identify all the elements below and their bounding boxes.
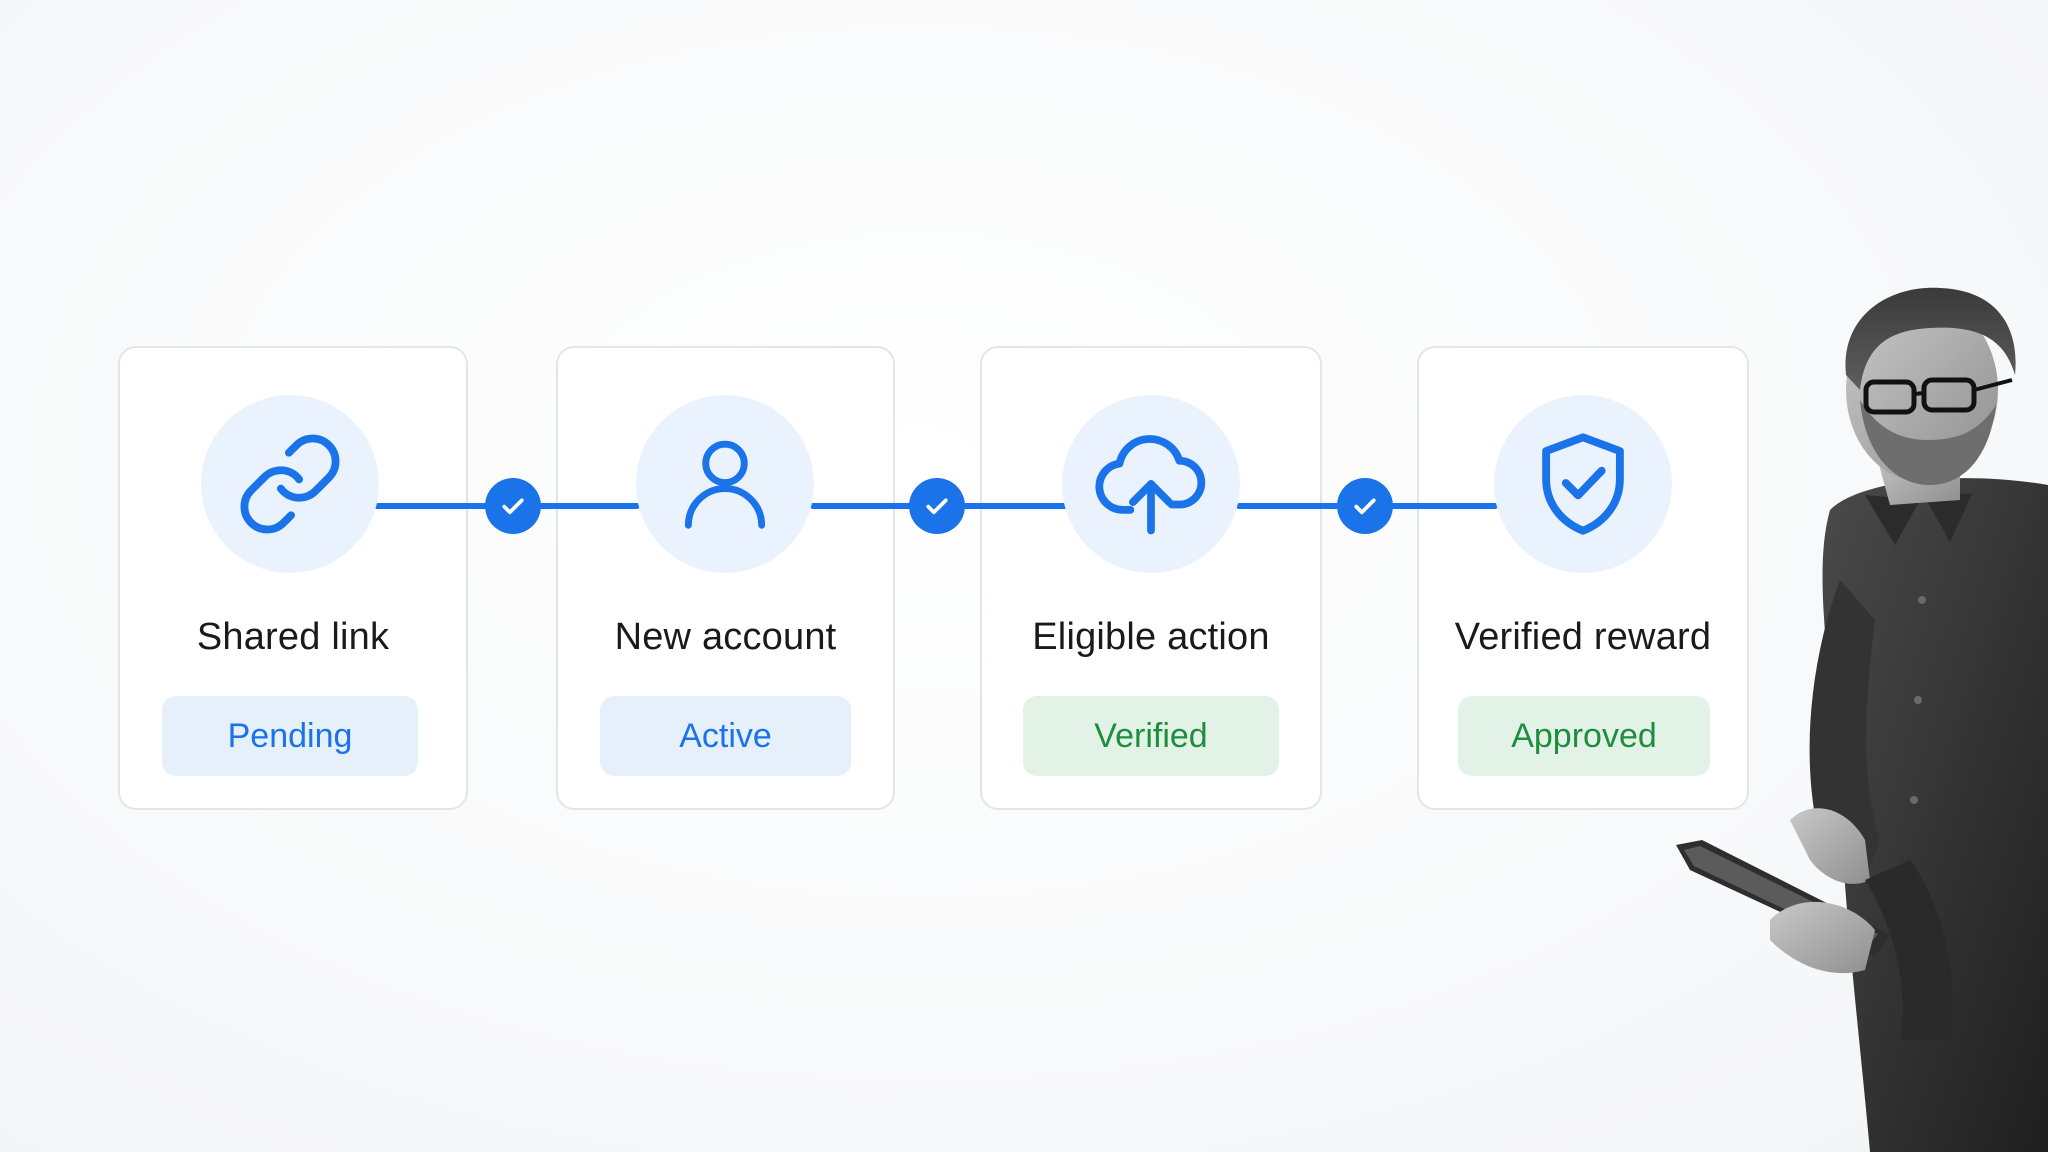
step-label-2: New account xyxy=(614,616,837,658)
step-icon-circle-2 xyxy=(636,395,814,573)
check-icon xyxy=(926,498,948,515)
user-icon xyxy=(684,440,766,529)
check-icon xyxy=(1354,498,1376,515)
connector-check-3 xyxy=(1337,478,1393,534)
status-badge-pending: Pending xyxy=(162,696,418,776)
check-icon xyxy=(502,498,524,515)
step-label-4: Verified reward xyxy=(1454,616,1712,658)
connector-check-1 xyxy=(485,478,541,534)
link-icon xyxy=(240,434,340,534)
status-badge-verified: Verified xyxy=(1023,696,1279,776)
shield-check-icon xyxy=(1542,433,1624,535)
status-badge-active: Active xyxy=(600,696,851,776)
step-icon-circle-1 xyxy=(201,395,379,573)
cloud-upload-icon xyxy=(1095,435,1206,535)
step-icon-circle-4 xyxy=(1494,395,1672,573)
connector-check-2 xyxy=(909,478,965,534)
person-with-tablet-photo xyxy=(1676,287,2048,1152)
step-label-1: Shared link xyxy=(196,616,390,658)
status-badge-approved: Approved xyxy=(1458,696,1710,776)
step-label-3: Eligible action xyxy=(1032,616,1270,658)
step-icon-circle-3 xyxy=(1062,395,1240,573)
